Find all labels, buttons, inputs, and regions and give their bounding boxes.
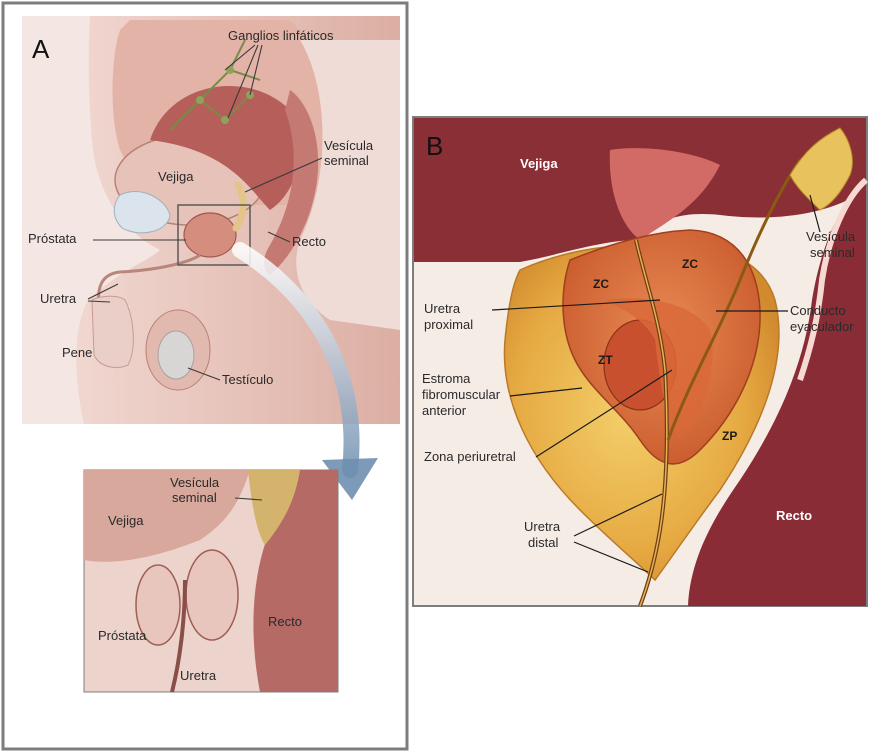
label-b-uretra-prox-line2: proximal [424,317,473,332]
label-b-uretra-dist-line1: Uretra [524,519,561,534]
label-testiculo: Testículo [222,372,273,387]
inset-label-recto: Recto [268,614,302,629]
label-recto: Recto [292,234,326,249]
label-b-vesicula-line2: seminal [810,245,855,260]
label-b-estroma-line3: anterior [422,403,467,418]
label-uretra: Uretra [40,291,77,306]
label-b-recto: Recto [776,508,812,523]
lymph-node [226,66,234,74]
zone-label-zc-left: ZC [593,277,609,291]
panel-a-letter: A [32,34,50,64]
label-ganglios-linfaticos: Ganglios linfáticos [228,28,334,43]
lymph-node [196,96,204,104]
inset-label-uretra: Uretra [180,668,217,683]
inset-prostate-right [186,550,238,640]
label-b-estroma-line1: Estroma [422,371,471,386]
label-b-estroma-line2: fibromuscular [422,387,501,402]
label-prostata: Próstata [28,231,77,246]
label-pene: Pene [62,345,92,360]
label-b-vesicula-line1: Vesícula [806,229,856,244]
penis-shape [92,296,133,367]
label-b-uretra-prox-line1: Uretra [424,301,461,316]
label-b-zona-periuretral: Zona periuretral [424,449,516,464]
testicle-shape [158,331,194,379]
inset-label-prostata: Próstata [98,628,147,643]
zone-label-zt: ZT [598,353,613,367]
prostate-shape [184,213,236,257]
label-vejiga: Vejiga [158,169,194,184]
label-b-conducto-line2: eyaculador [790,319,854,334]
label-b-uretra-dist-line2: distal [528,535,558,550]
panel-a [3,3,407,749]
zone-label-zp: ZP [722,429,737,443]
zone-label-zc-right: ZC [682,257,698,271]
panel-b [413,117,867,606]
label-vesicula-line1: Vesícula [324,138,374,153]
label-b-vejiga: Vejiga [520,156,558,171]
panel-b-letter: B [426,131,443,161]
inset-label-vejiga: Vejiga [108,513,144,528]
label-b-conducto-line1: Conducto [790,303,846,318]
label-vesicula-line2: seminal [324,153,369,168]
inset-label-vesicula-line1: Vesícula [170,475,220,490]
inset-label-vesicula-line2: seminal [172,490,217,505]
